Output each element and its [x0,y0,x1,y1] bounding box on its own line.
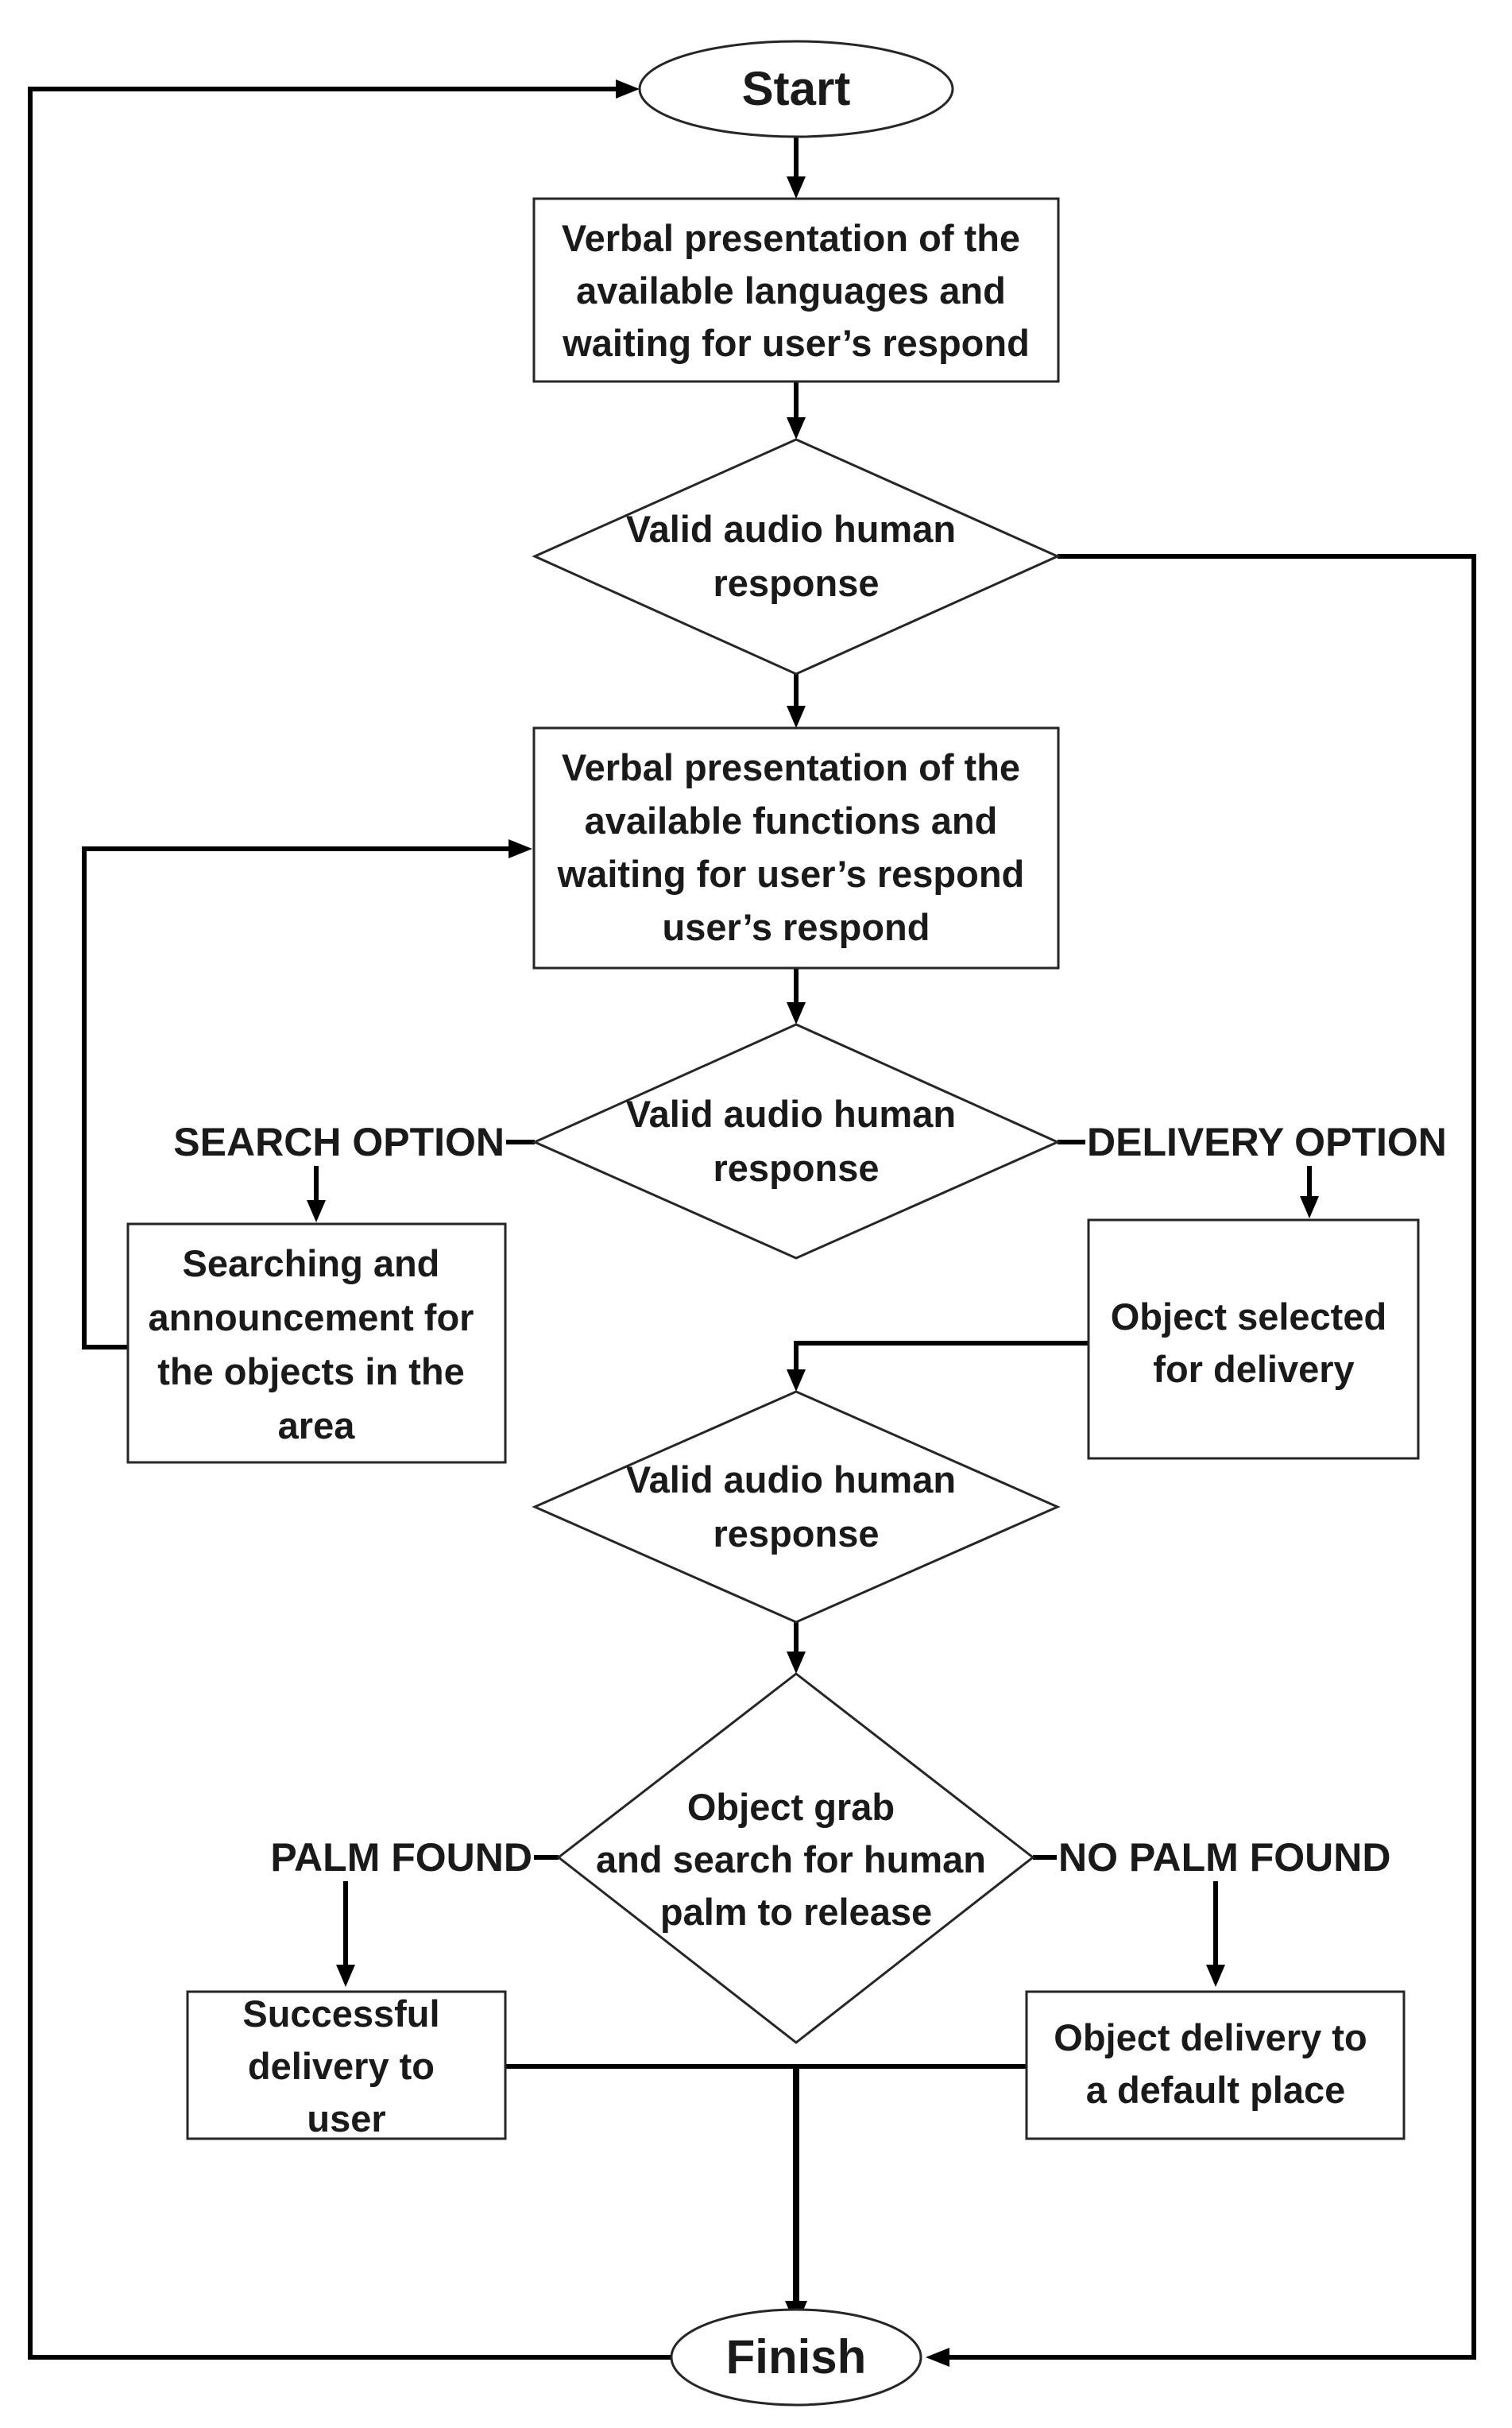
node-text: available functions and [585,800,998,842]
node-text: Object grab [687,1786,895,1828]
terminal-shape [638,40,954,138]
svg-text:Successful delivery to: Successful delivery to user [242,1992,450,2140]
edge-searching-to-present-functions [82,846,509,1350]
node-text: area [278,1404,356,1446]
arrowhead [1206,1965,1225,1987]
node-present-functions: Verbal presentation of the available fun… [532,726,1060,970]
node-text: Verbal presentation of the [562,217,1020,259]
edge-label-no-palm-found: NO PALM FOUND [1058,1835,1390,1880]
edge-valid-1-to-finish [949,554,1476,2360]
edge-label-search-option: SEARCH OPTION [173,1120,505,1164]
svg-text:Verbal presentation of the: Verbal presentation of the available fun… [557,746,1035,948]
edge-label-delivery-option: DELIVERY OPTION [1087,1120,1447,1164]
svg-text:Verbal presentation of the: Verbal presentation of the available lan… [562,217,1031,364]
decision-shape [556,1672,1035,2044]
arrowhead [509,839,532,858]
decision-shape [532,1023,1061,1260]
arrowhead [336,1965,355,1987]
node-text: Searching and [183,1242,440,1284]
node-text: the objects in the [157,1350,465,1392]
node-text: waiting for user’s respond [557,853,1025,895]
edge-finish-to-start [28,87,671,2360]
node-finish: Finish [670,2308,922,2407]
node-text: user’s respond [663,906,930,948]
node-text: and search for human [596,1838,986,1880]
svg-text:Object grab and search f: Object grab and search for human palm to… [596,1786,996,1933]
node-text: Successful [242,1992,439,2035]
node-text: delivery to [248,2045,435,2087]
process-shape [532,197,1060,383]
edge-labels: SEARCH OPTION DELIVERY OPTION PALM FOUND… [173,1120,1447,1880]
node-text: Verbal presentation of the [562,746,1020,788]
svg-text:Valid audio human respon: Valid audio human response [626,1093,966,1189]
svg-text:Valid audio human respon: Valid audio human response [626,1458,966,1555]
node-text: Valid audio human [626,1093,956,1135]
process-shape [1025,1990,1406,2140]
arrowhead [787,417,806,440]
node-text: announcement for [148,1296,474,1338]
node-text: response [713,1512,880,1555]
arrowhead [787,1369,806,1392]
node-text: a default place [1086,2069,1346,2111]
node-valid-3: Valid audio human response [532,1390,1061,1624]
node-object-selected: Object selected for delivery [1087,1218,1420,1460]
node-text: available languages and [576,269,1006,312]
svg-text:Valid audio human respon: Valid audio human response [626,508,966,604]
decision-shape [532,438,1061,676]
arrowhead [616,79,640,99]
node-text: Valid audio human [626,1458,956,1501]
node-text: for delivery [1153,1348,1354,1390]
node-text: user [307,2097,385,2140]
node-text: Valid audio human [626,508,956,550]
edge-object-selected-to-valid-3 [794,1341,1089,1369]
arrowhead [787,176,806,199]
svg-text:Object selected for deli: Object selected for delivery [1111,1295,1398,1390]
arrowhead [787,1652,806,1674]
process-shape [186,1990,507,2140]
edges [28,79,1476,2367]
node-valid-1: Valid audio human response [532,438,1061,676]
node-text: response [713,1147,880,1189]
node-start: Start [638,40,954,138]
edge-label-palm-found: PALM FOUND [270,1835,532,1880]
node-text: response [713,562,880,604]
node-grab-search: Object grab and search for human palm to… [556,1672,1035,2044]
svg-text:Object delivery to a def: Object delivery to a default place [1054,2016,1377,2111]
arrowhead [926,2348,949,2367]
node-text: Start [742,62,851,115]
process-shape [532,726,1060,970]
node-text: Object selected [1111,1295,1386,1338]
arrowhead [787,706,806,728]
node-text: palm to release [660,1891,932,1933]
decision-shape [532,1390,1061,1624]
node-searching: Searching and announcement for the objec… [126,1222,507,1464]
svg-text:Searching and announceme: Searching and announcement for the objec… [148,1242,484,1446]
node-valid-2: Valid audio human response [532,1023,1061,1260]
node-present-languages: Verbal presentation of the available lan… [532,197,1060,383]
node-text: Finish [726,2330,867,2383]
node-text: waiting for user’s respond [562,322,1030,364]
terminal-shape [670,2308,922,2407]
svg-text:Start: Start [742,62,851,115]
svg-text:Finish: Finish [726,2330,867,2383]
arrowhead [307,1200,326,1222]
arrowhead [1300,1196,1319,1218]
arrowhead [787,1002,806,1024]
process-shape [126,1222,507,1464]
node-successful-delivery: Successful delivery to user [186,1990,507,2140]
process-shape [1087,1218,1420,1460]
node-text: Object delivery to [1054,2016,1367,2058]
node-default-place: Object delivery to a default place [1025,1990,1406,2140]
